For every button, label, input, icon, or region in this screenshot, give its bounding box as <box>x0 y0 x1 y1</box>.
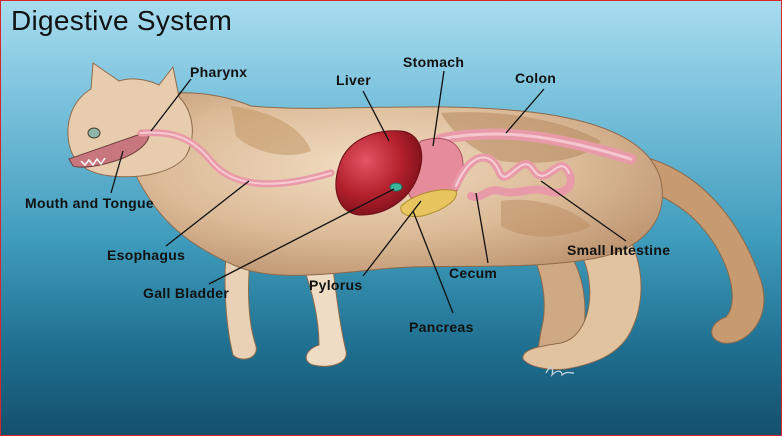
label-liver: Liver <box>336 72 371 88</box>
cat-eye <box>88 128 100 138</box>
diagram-title: Digestive System <box>11 5 232 37</box>
label-pharynx: Pharynx <box>190 64 247 80</box>
label-mouth-and-tongue: Mouth and Tongue <box>25 195 154 211</box>
label-colon: Colon <box>515 70 556 86</box>
label-esophagus: Esophagus <box>107 247 185 263</box>
label-cecum: Cecum <box>449 265 497 281</box>
label-pancreas: Pancreas <box>409 319 474 335</box>
label-small-intestine: Small Intestine <box>567 242 670 258</box>
label-stomach: Stomach <box>403 54 464 70</box>
label-gall-bladder: Gall Bladder <box>143 285 229 301</box>
label-pylorus: Pylorus <box>309 277 362 293</box>
